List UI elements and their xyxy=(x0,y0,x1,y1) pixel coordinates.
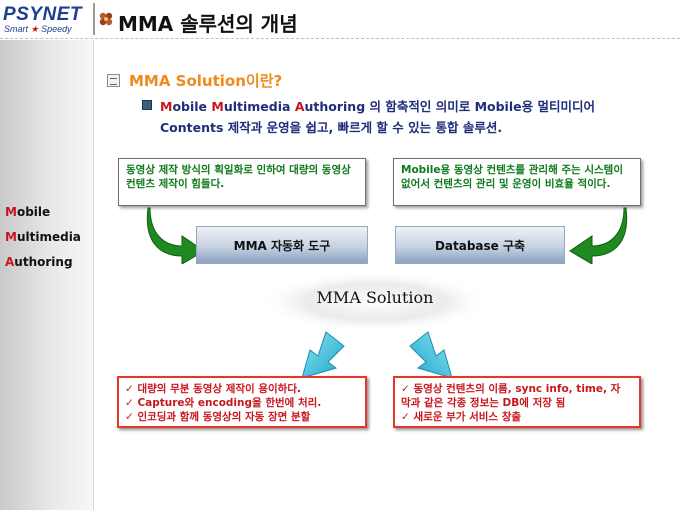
definition-line-2: Contents 제작과 운영을 쉽고, 빠르게 할 수 있는 통합 솔루션. xyxy=(160,120,503,135)
logo-tagline: Smart ★ Speedy xyxy=(4,24,72,34)
section-subtitle: MMA Solution이란? xyxy=(129,72,283,90)
problem-box-right: Mobile용 동영상 컨텐츠를 관리해 주는 시스템이 없어서 컨텐츠의 관리… xyxy=(393,158,641,206)
sidebar-item-authoring: Authoring xyxy=(5,255,73,269)
green-curved-arrow-right-icon xyxy=(569,207,628,264)
solution-glow xyxy=(259,271,491,333)
psynet-logo: PSYNET xyxy=(3,4,83,25)
list-item: ✓ Capture와 encoding을 한번에 처리. xyxy=(125,397,322,409)
square-bullet-icon xyxy=(142,100,152,110)
benefit-box-left: ✓ 대량의 무분 동영상 제작이 용이하다. ✓ Capture와 encodi… xyxy=(117,376,367,428)
list-item: ✓ 대량의 무분 동영상 제작이 용이하다. xyxy=(125,383,301,395)
logo-divider xyxy=(93,3,95,35)
mma-solution-label: MMA Solution xyxy=(316,288,434,307)
header-divider xyxy=(0,38,680,39)
page-title: MMA 솔루션의 개념 xyxy=(118,12,298,36)
green-curved-arrow-left-icon xyxy=(146,207,205,264)
document-icon xyxy=(107,74,120,87)
list-item: 막과 같은 각종 정보는 DB에 저장 됨 xyxy=(401,397,566,409)
sidebar xyxy=(0,40,94,510)
database-build-bar: Database 구축 xyxy=(395,226,565,264)
cyan-arrow-down-left-icon xyxy=(301,331,345,379)
cyan-arrow-down-right-icon xyxy=(409,331,453,379)
list-item: ✓ 새로운 부가 서비스 창출 xyxy=(401,411,522,423)
list-item: ✓ 동영상 컨텐츠의 이름, sync info, time, 자 xyxy=(401,383,621,395)
problem-box-left: 동영상 제작 방식의 획일화로 인하여 대량의 동영상 컨텐츠 제작이 힘들다. xyxy=(118,158,366,206)
sidebar-item-multimedia: Multimedia xyxy=(5,230,81,244)
list-item: ✓ 인코딩과 함께 동영상의 자동 장면 분할 xyxy=(125,411,311,423)
sidebar-item-mobile: Mobile xyxy=(5,205,51,219)
benefit-box-right: ✓ 동영상 컨텐츠의 이름, sync info, time, 자 막과 같은 … xyxy=(393,376,641,428)
flower-icon xyxy=(99,12,113,26)
mma-automation-tool-bar: MMA 자동화 도구 xyxy=(196,226,368,264)
definition-line-1: Mobile Multimedia Authoring 의 함축적인 의미로 M… xyxy=(160,99,595,114)
